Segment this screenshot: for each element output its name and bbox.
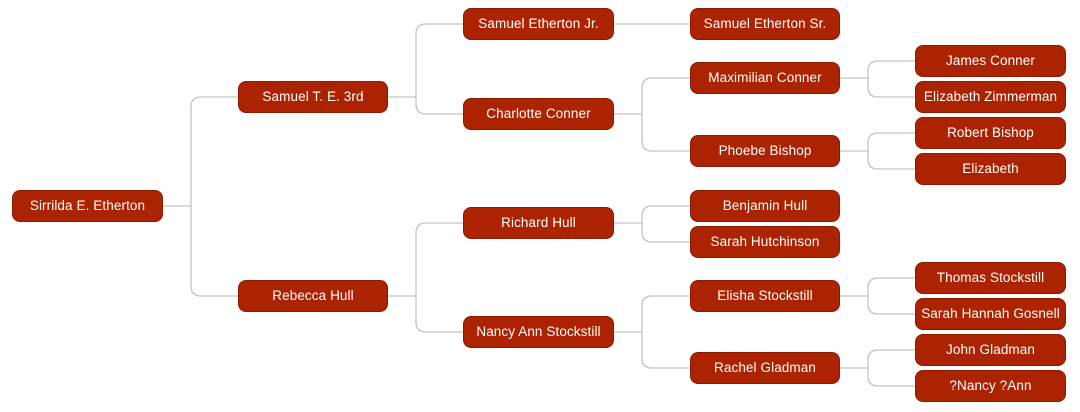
tree-node-james[interactable]: James Conner: [915, 45, 1066, 77]
tree-node-samuel3[interactable]: Samuel T. E. 3rd: [238, 81, 388, 113]
tree-node-sarahhut[interactable]: Sarah Hutchinson: [690, 226, 840, 258]
tree-node-sarahgos[interactable]: Sarah Hannah Gosnell: [915, 298, 1066, 330]
tree-node-elizabeth[interactable]: Elizabeth: [915, 153, 1066, 185]
tree-node-samuelsr[interactable]: Samuel Etherton Sr.: [690, 8, 840, 40]
tree-node-nancystock[interactable]: Nancy Ann Stockstill: [463, 316, 614, 348]
tree-node-nancyann[interactable]: ?Nancy ?Ann: [915, 370, 1066, 402]
tree-node-richard[interactable]: Richard Hull: [463, 207, 614, 239]
tree-node-thomas[interactable]: Thomas Stockstill: [915, 262, 1066, 294]
connector-line: [415, 23, 463, 115]
tree-node-ezimmerman[interactable]: Elizabeth Zimmerman: [915, 81, 1066, 113]
tree-node-phoebe[interactable]: Phoebe Bishop: [690, 135, 840, 167]
tree-node-john[interactable]: John Gladman: [915, 334, 1066, 366]
connector-line: [190, 96, 238, 297]
connector-line: [415, 222, 463, 333]
tree-node-maximilian[interactable]: Maximilian Conner: [690, 62, 840, 94]
tree-node-rachel[interactable]: Rachel Gladman: [690, 352, 840, 384]
connector-line: [867, 277, 915, 315]
tree-node-elisha[interactable]: Elisha Stockstill: [690, 280, 840, 312]
tree-node-charlotte[interactable]: Charlotte Conner: [463, 98, 614, 130]
connector-line: [867, 132, 915, 170]
tree-node-sirrilda[interactable]: Sirrilda E. Etherton: [12, 190, 163, 222]
connector-line: [641, 205, 690, 243]
connector-line: [867, 349, 915, 387]
connector-line: [867, 60, 915, 98]
connector-line: [641, 295, 690, 369]
tree-node-benjamin[interactable]: Benjamin Hull: [690, 190, 840, 222]
tree-node-robert[interactable]: Robert Bishop: [915, 117, 1066, 149]
connector-line: [641, 77, 690, 152]
tree-node-samueljr[interactable]: Samuel Etherton Jr.: [463, 8, 614, 40]
tree-node-rebecca[interactable]: Rebecca Hull: [238, 280, 388, 312]
